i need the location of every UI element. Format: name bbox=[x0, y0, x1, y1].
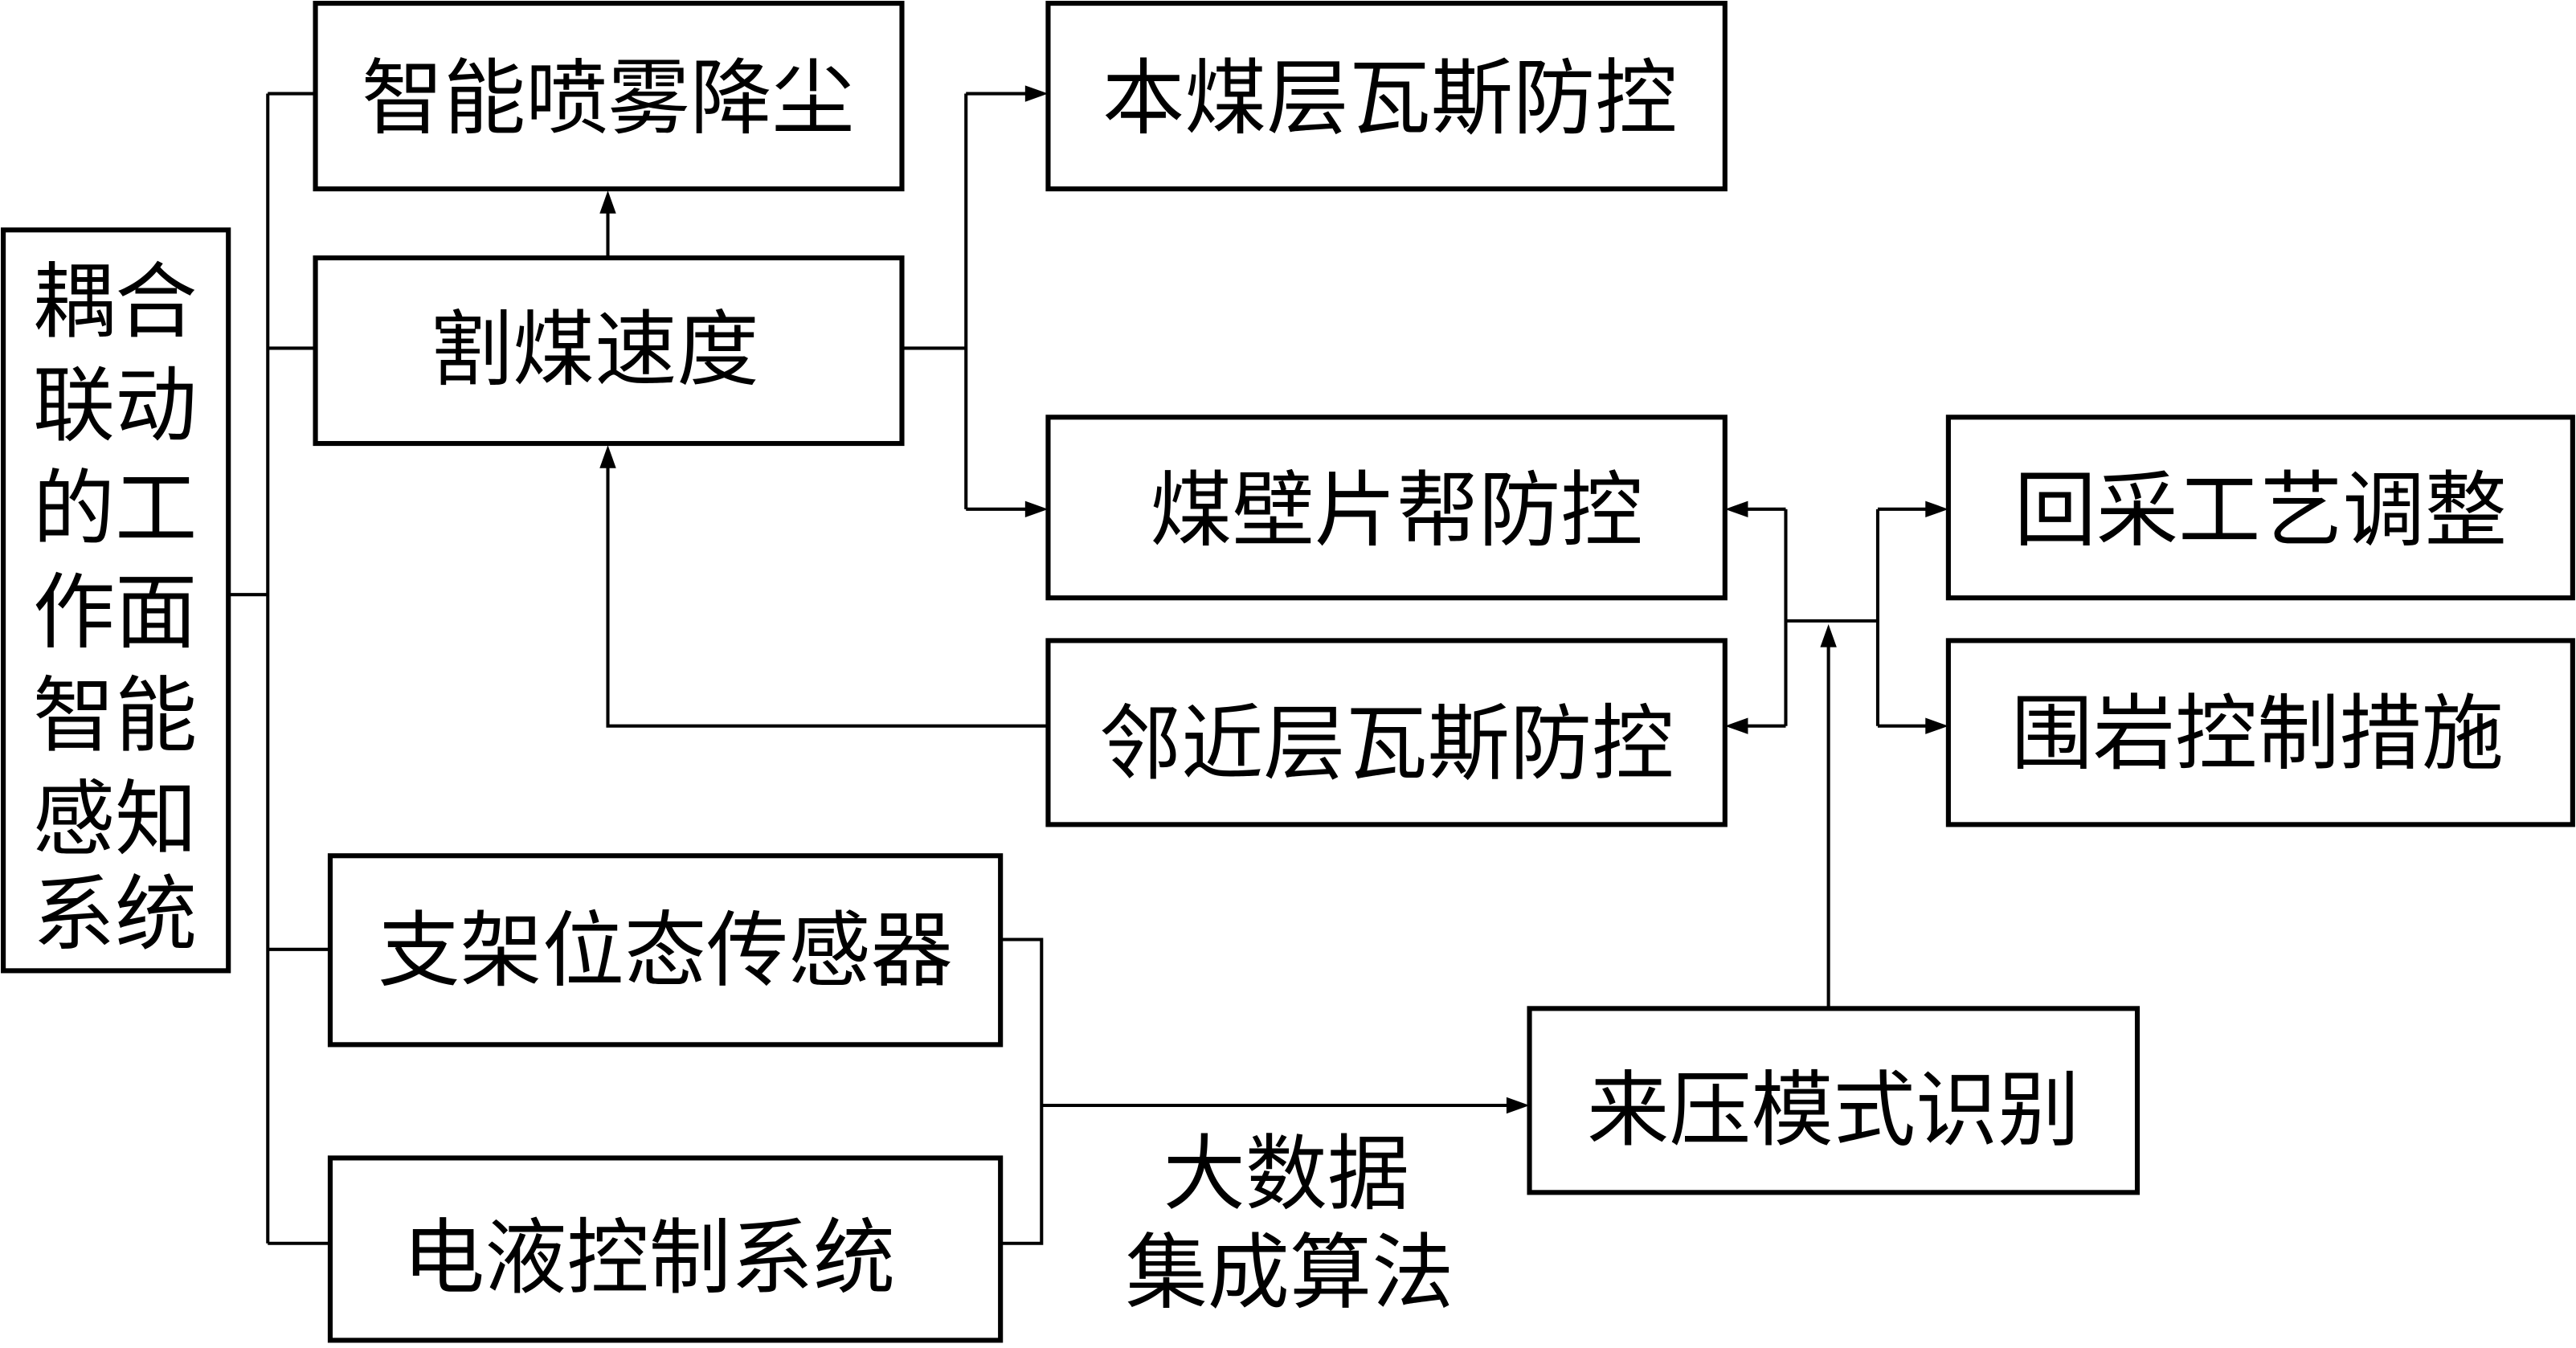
node-spray: 智能喷雾降尘 bbox=[313, 1, 905, 192]
arrow-to-recognition bbox=[1506, 1097, 1530, 1114]
node-label: 来压模式识别 bbox=[1587, 1063, 2079, 1158]
edge-label-line: 大数据 bbox=[1163, 1127, 1410, 1223]
adjacent-to-cutting bbox=[606, 464, 1049, 728]
arrow-to-rock-control bbox=[1925, 717, 1948, 734]
arrow-recognition-up bbox=[1820, 623, 1837, 647]
root-line: 智能 bbox=[33, 668, 197, 764]
node-support-sensor: 支架位态传感器 bbox=[327, 853, 1004, 1048]
arrow-to-rib-spall bbox=[1024, 500, 1049, 518]
right-fork bbox=[1875, 507, 1929, 728]
cutting-branch bbox=[902, 92, 1028, 511]
node-rock-control: 围岩控制措施 bbox=[1945, 638, 2575, 827]
arrow-to-seam-gas bbox=[1024, 85, 1049, 102]
node-adjacent-gas: 邻近层瓦斯防控 bbox=[1045, 638, 1728, 827]
node-seam-gas: 本煤层瓦斯防控 bbox=[1045, 1, 1728, 192]
arrow-to-adjacent-gas bbox=[1724, 717, 1748, 734]
root-node: 耦合 联动 的工 作面 智能 感知 系统 bbox=[1, 227, 231, 974]
left-fork bbox=[1744, 507, 1788, 728]
connectors bbox=[228, 85, 1948, 1245]
root-line: 耦合 bbox=[33, 255, 197, 350]
root-line: 系统 bbox=[33, 868, 197, 963]
node-label: 回采工艺调整 bbox=[2014, 464, 2507, 559]
node-hydraulic-control: 电液控制系统 bbox=[327, 1155, 1004, 1343]
node-label: 智能喷雾降尘 bbox=[362, 51, 854, 146]
arrow-to-rib-spall-back bbox=[1724, 500, 1748, 518]
node-label: 电液控制系统 bbox=[403, 1211, 895, 1306]
node-cutting-speed: 割煤速度 bbox=[313, 255, 905, 447]
root-line: 的工 bbox=[33, 462, 197, 558]
edge-label-big-data: 大数据 集成算法 bbox=[1126, 1127, 1454, 1321]
arrow-to-cutting bbox=[599, 445, 616, 468]
root-line: 作面 bbox=[33, 565, 197, 660]
root-line: 联动 bbox=[33, 358, 197, 454]
node-label: 邻近层瓦斯防控 bbox=[1099, 696, 1674, 792]
node-label: 支架位态传感器 bbox=[378, 904, 953, 999]
sensor-hydraulic-merge bbox=[1000, 937, 1508, 1245]
node-mining-process: 回采工艺调整 bbox=[1945, 415, 2575, 601]
node-label: 煤壁片帮防控 bbox=[1150, 464, 1642, 559]
node-label: 围岩控制措施 bbox=[2011, 687, 2504, 782]
arrow-to-mining-process bbox=[1925, 500, 1948, 518]
node-rib-spall: 煤壁片帮防控 bbox=[1045, 415, 1728, 601]
node-label: 割煤速度 bbox=[431, 302, 759, 398]
arrow-to-spray bbox=[599, 190, 616, 214]
root-line: 感知 bbox=[33, 772, 197, 868]
node-pressure-recognition: 来压模式识别 bbox=[1527, 1006, 2141, 1195]
edge-label-line: 集成算法 bbox=[1126, 1225, 1454, 1321]
node-label: 本煤层瓦斯防控 bbox=[1102, 51, 1678, 146]
